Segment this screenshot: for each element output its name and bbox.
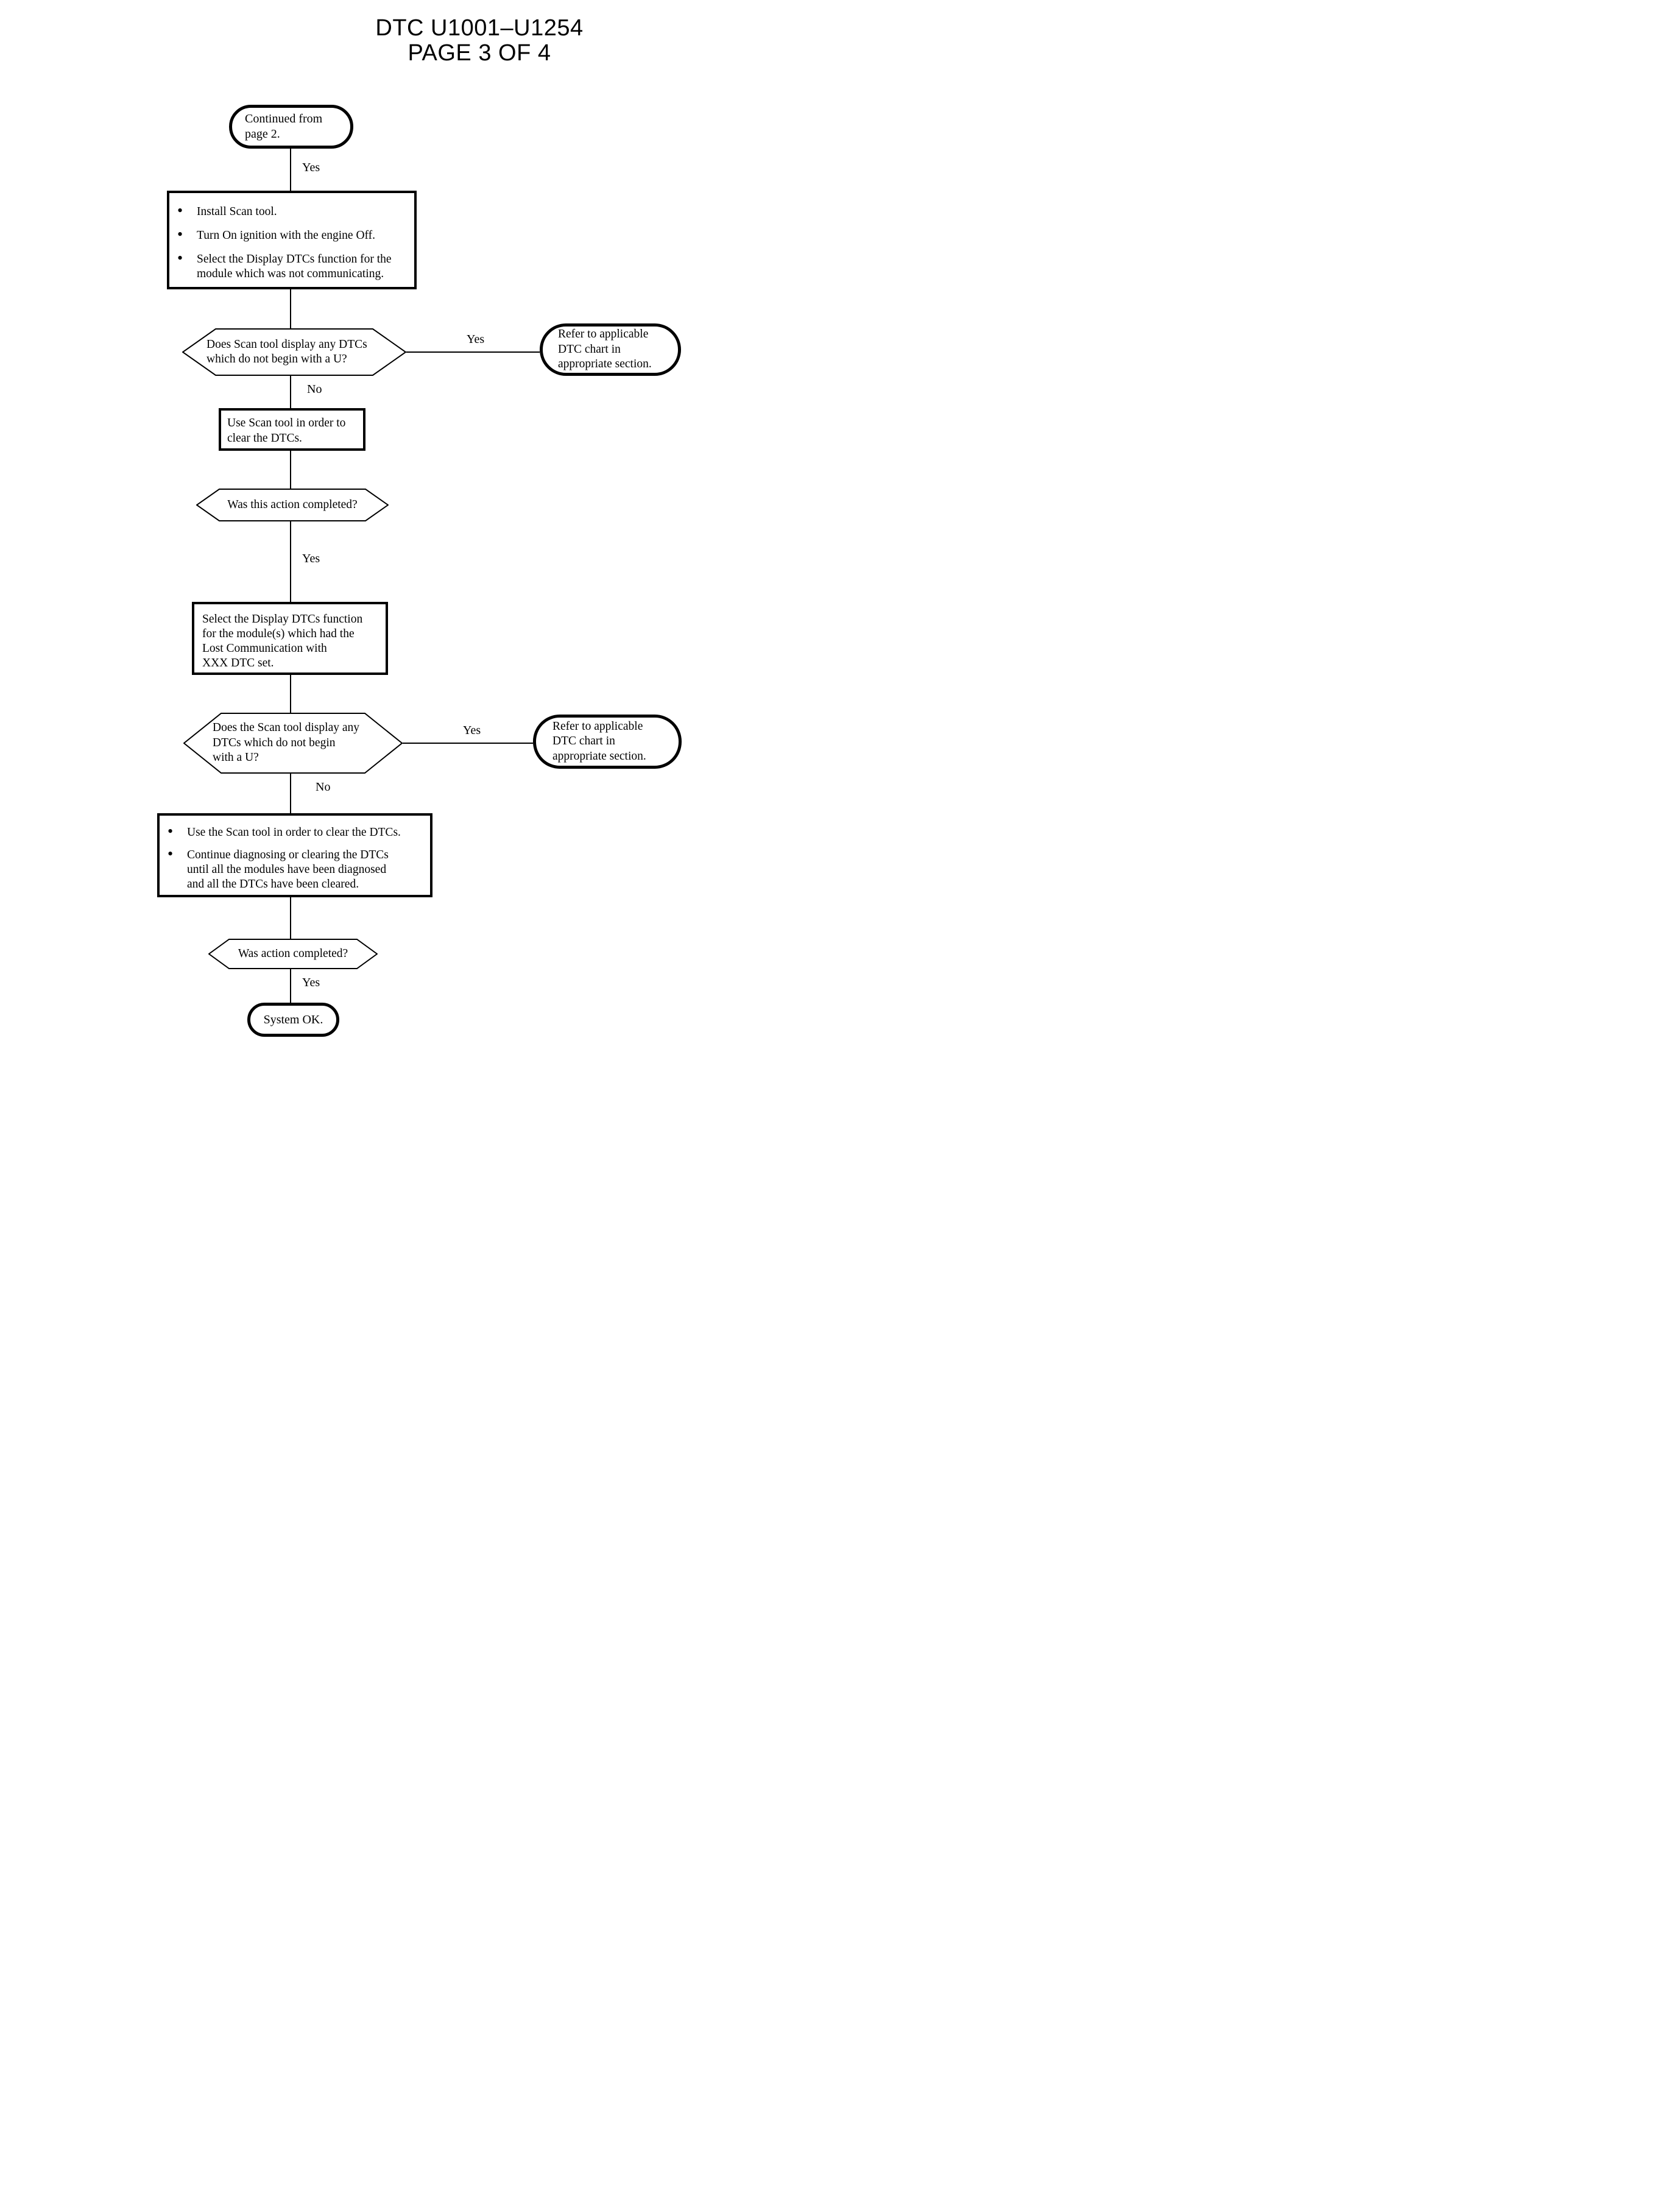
edge-label-yes-3: Yes bbox=[302, 552, 320, 565]
terminator-refer-2-text: Refer to applicable DTC chart in appropr… bbox=[552, 719, 646, 763]
decision-2-text: Was this action completed? bbox=[227, 498, 358, 511]
decision-hexagon-shape bbox=[183, 713, 403, 774]
bullet-item: Use the Scan tool in order to clear the … bbox=[160, 824, 429, 840]
bullet-item: Continue diagnosing or clearing the DTCs… bbox=[160, 847, 429, 892]
connector-line bbox=[290, 289, 291, 328]
decision-scan-tool-displays-non-u-dtcs-1: Does Scan tool display any DTCs which do… bbox=[182, 328, 406, 376]
edge-label-no-2: No bbox=[316, 780, 331, 794]
process-clear-all-dtcs: Use the Scan tool in order to clear the … bbox=[157, 813, 432, 897]
connector-line bbox=[406, 351, 540, 353]
terminator-continued-text: Continued from page 2. bbox=[245, 112, 323, 141]
decision-action-completed-1: Was this action completed? bbox=[196, 489, 389, 521]
page-title-line2: PAGE 3 OF 4 bbox=[408, 40, 551, 66]
process-clear-dtcs: Use Scan tool in order to clear the DTCs… bbox=[219, 408, 365, 451]
connector-line bbox=[290, 774, 291, 813]
terminator-refer-1-text: Refer to applicable DTC chart in appropr… bbox=[558, 328, 652, 371]
decision-scan-tool-displays-non-u-dtcs-2: Does the Scan tool display any DTCs whic… bbox=[183, 713, 403, 774]
decision-action-completed-2: Was action completed? bbox=[208, 939, 378, 969]
process-clear-dtcs-text: Use Scan tool in order to clear the DTCs… bbox=[227, 417, 346, 445]
process-install-scan-tool: Install Scan tool. Turn On ignition with… bbox=[167, 191, 417, 289]
process-select-display-dtcs-text: Select the Display DTCs function for the… bbox=[202, 613, 363, 669]
flowchart-page: DTC U1001–U1254 PAGE 3 OF 4 Continued fr… bbox=[0, 0, 840, 1105]
decision-hexagon-shape bbox=[196, 489, 389, 521]
connector-line bbox=[290, 897, 291, 939]
bullet-item: Turn On ignition with the engine Off. bbox=[169, 227, 412, 243]
decision-4-text: Was action completed? bbox=[238, 947, 348, 960]
edge-label-yes-5: Yes bbox=[302, 976, 320, 989]
connector-line bbox=[290, 451, 291, 489]
page-title-line1: DTC U1001–U1254 bbox=[375, 15, 584, 41]
connector-line bbox=[290, 376, 291, 408]
connector-line bbox=[290, 969, 291, 1003]
decision-hexagon-shape bbox=[208, 939, 378, 969]
edge-label-no-1: No bbox=[307, 383, 322, 396]
bullet-item: Install Scan tool. bbox=[169, 203, 412, 219]
edge-label-yes-1: Yes bbox=[302, 161, 320, 174]
decision-3-text: Does the Scan tool display any DTCs whic… bbox=[213, 721, 359, 764]
decision-hexagon-shape bbox=[182, 328, 406, 376]
terminator-refer-dtc-chart-1: Refer to applicable DTC chart in appropr… bbox=[540, 323, 681, 376]
bullet-item: Select the Display DTCs function for the… bbox=[169, 251, 412, 281]
connector-line bbox=[290, 675, 291, 713]
edge-label-yes-4: Yes bbox=[463, 724, 481, 737]
terminator-system-ok: System OK. bbox=[247, 1003, 339, 1037]
terminator-system-ok-text: System OK. bbox=[263, 1012, 323, 1026]
terminator-continued-from-page-2: Continued from page 2. bbox=[229, 105, 353, 149]
process-select-display-dtcs: Select the Display DTCs function for the… bbox=[192, 602, 388, 675]
process-clear-all-dtcs-list: Use the Scan tool in order to clear the … bbox=[160, 816, 430, 892]
connector-line bbox=[403, 743, 533, 744]
terminator-refer-dtc-chart-2: Refer to applicable DTC chart in appropr… bbox=[533, 715, 682, 769]
connector-line bbox=[290, 149, 291, 191]
decision-1-text: Does Scan tool display any DTCs which do… bbox=[206, 337, 367, 366]
page-title: DTC U1001–U1254 PAGE 3 OF 4 bbox=[358, 16, 601, 66]
connector-line bbox=[290, 521, 291, 602]
edge-label-yes-2: Yes bbox=[467, 333, 485, 346]
process-install-scan-tool-list: Install Scan tool. Turn On ignition with… bbox=[169, 193, 414, 281]
